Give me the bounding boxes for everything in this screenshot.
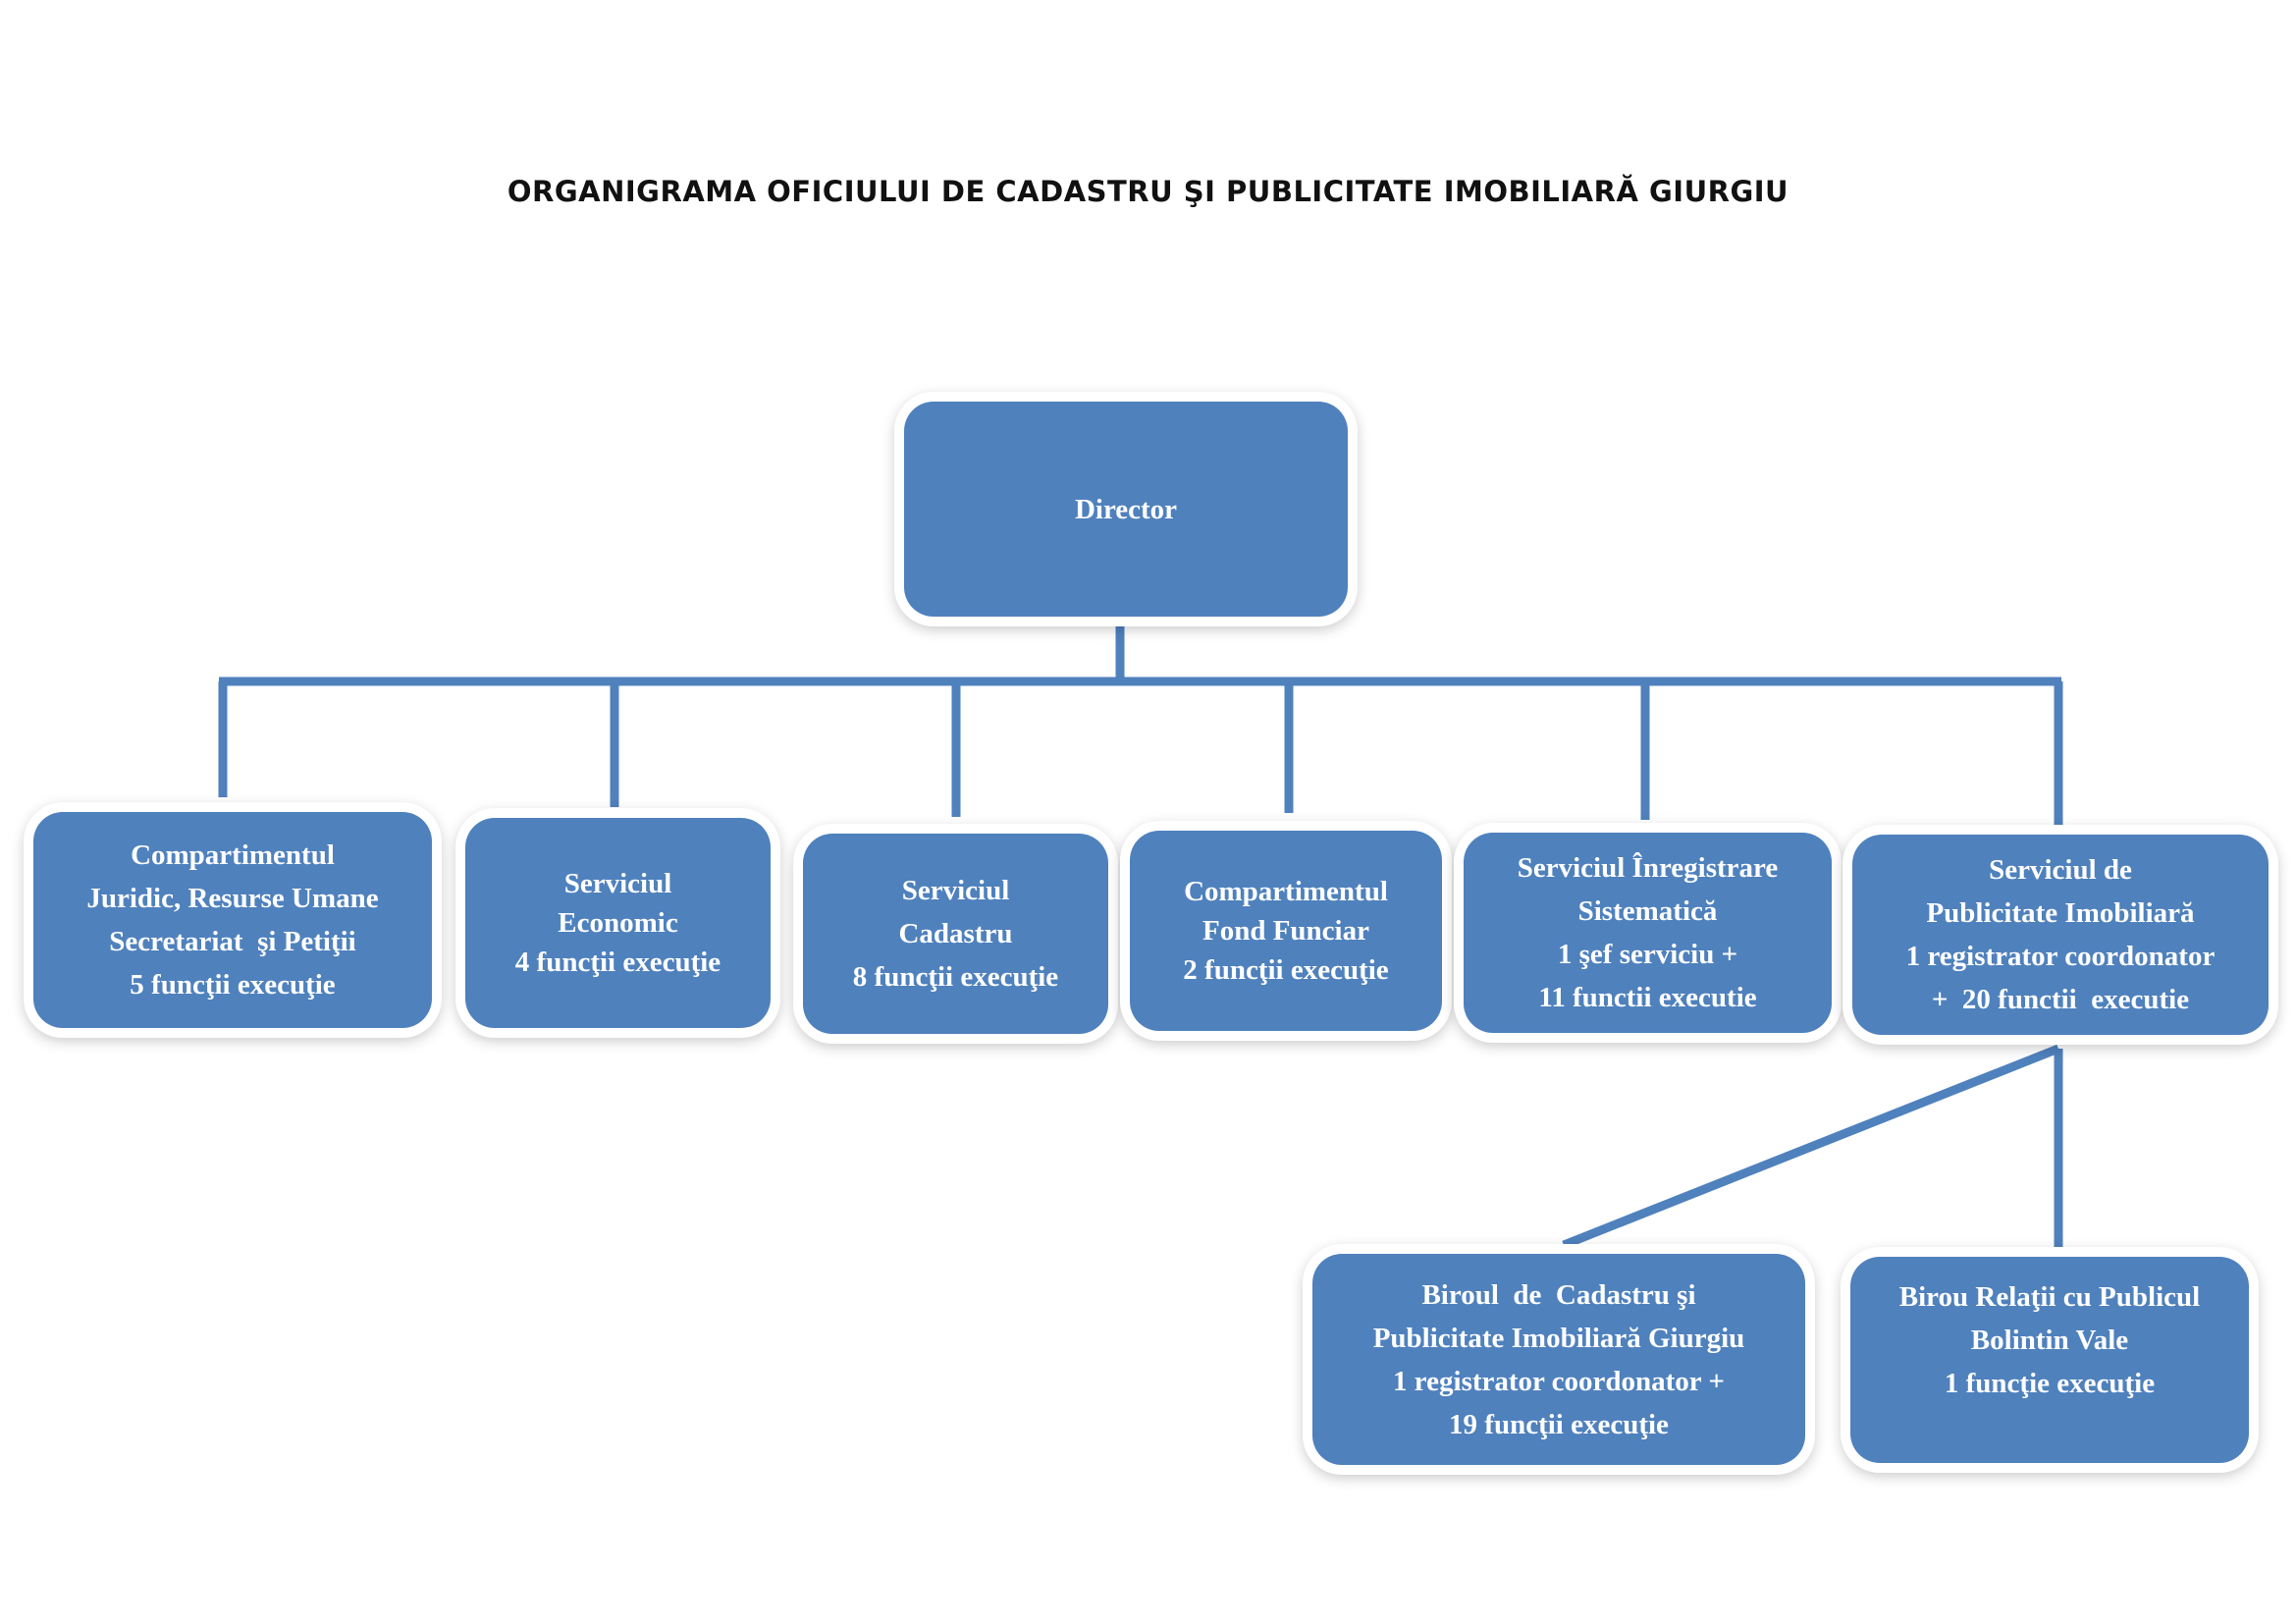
serviciul-inregistrare-sistematica-box: Serviciul Înregistrare Sistematică 1 şef… (1464, 833, 1832, 1033)
box-line: Juridic, Resurse Umane (86, 883, 379, 914)
box-line: Publicitate Imobiliară (1926, 897, 2195, 929)
box-line: 1 şef serviciu + (1557, 939, 1738, 970)
box-line: Serviciul de (1989, 854, 2132, 886)
diagonal-line-biroul-giurgiu (1562, 1044, 2060, 1250)
serviciul-cadastru-box: Serviciul Cadastru 8 funcţii execuţie (803, 834, 1108, 1034)
box-line: Serviciul (563, 868, 672, 899)
box-line: Compartimentul (1184, 876, 1388, 907)
box-line: 11 functii executie (1538, 982, 1757, 1013)
box-line: 8 funcţii execuţie (852, 961, 1059, 993)
box-line: Birou Relaţii cu Publicul (1898, 1281, 2201, 1313)
chart-title: ORGANIGRAMA OFICIULUI DE CADASTRU ŞI PUB… (507, 175, 1789, 208)
box-line: Biroul de Cadastru şi (1421, 1278, 1696, 1311)
serviciul-economic-box: Serviciul Economic 4 funcţii execuţie (465, 818, 771, 1028)
birou-relatii-bolintin-vale-box: Birou Relaţii cu Publicul Bolintin Vale … (1850, 1257, 2249, 1463)
box-line: Bolintin Vale (1970, 1325, 2129, 1356)
director-label: Director (1075, 488, 1177, 531)
box-line: Serviciul Înregistrare (1517, 852, 1779, 884)
box-line: Director (1074, 493, 1178, 525)
box-line: 5 funcţii execuţie (130, 969, 336, 1001)
box-line: 1 registrator coordonator + (1393, 1365, 1725, 1397)
compartiment-juridic-box: Compartimentul Juridic, Resurse Umane Se… (33, 812, 432, 1028)
box-line: Cadastru (898, 918, 1013, 949)
box-line: Economic (558, 907, 678, 939)
box-line: Fond Funciar (1201, 915, 1369, 947)
box-line: + 20 functii executie (1931, 984, 2190, 1015)
box-line: 1 registrator coordonator (1905, 941, 2216, 972)
compartiment-fond-funciar-box: Compartimentul Fond Funciar 2 funcţii ex… (1130, 831, 1442, 1031)
box-line: 19 funcţii execuţie (1449, 1408, 1669, 1440)
box-line: Compartimentul (131, 839, 335, 871)
biroul-cadastru-giurgiu-box: Biroul de Cadastru şi Publicitate Imobil… (1312, 1254, 1805, 1465)
box-line: Secretariat şi Petiţii (109, 926, 356, 957)
box-line: Serviciul (901, 875, 1010, 906)
box-line: 4 funcţii execuţie (514, 947, 721, 978)
box-line: 2 funcţii execuţie (1183, 954, 1389, 986)
box-line: Publicitate Imobiliară Giurgiu (1372, 1322, 1745, 1354)
serviciul-publicitate-imobiliara-box: Serviciul de Publicitate Imobiliară 1 re… (1852, 835, 2269, 1035)
box-line: 1 funcţie execuţie (1944, 1368, 2156, 1399)
box-line: Sistematică (1577, 895, 1718, 927)
director-box: Director (904, 402, 1348, 617)
